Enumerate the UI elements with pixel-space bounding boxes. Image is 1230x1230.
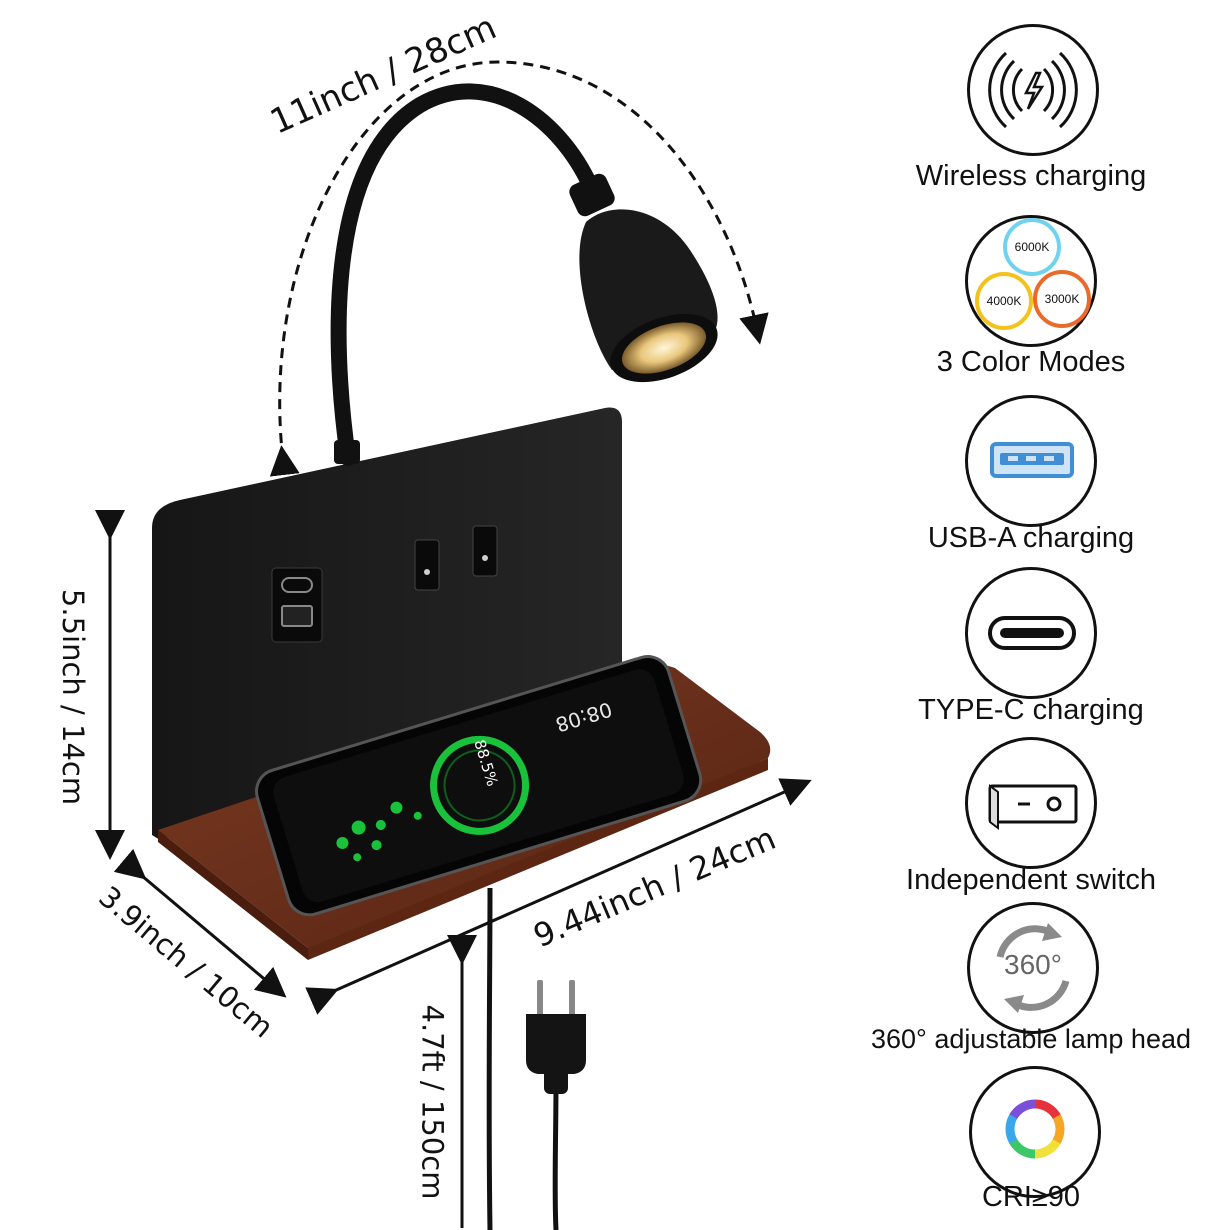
wireless-charging-icon xyxy=(988,51,1078,129)
feature-label-360: 360° adjustable lamp head xyxy=(870,1024,1192,1054)
arm-base xyxy=(334,440,360,464)
usb-a-badge xyxy=(965,395,1097,527)
feature-label-cri: CRI≥90 xyxy=(981,1181,1081,1213)
switch-badge xyxy=(965,737,1097,869)
shelf-width-dimension-line xyxy=(305,778,812,1015)
feature-label-usb-a: USB-A charging xyxy=(927,522,1135,554)
color-mode-4000k: 4000K xyxy=(975,272,1033,330)
feature-label-type-c: TYPE-C charging xyxy=(918,694,1144,726)
arm-length-dimension-arc xyxy=(269,60,769,477)
usb-port-module xyxy=(271,567,323,643)
cri-icon xyxy=(1005,1099,1065,1159)
feature-label-wireless: Wireless charging xyxy=(915,160,1147,192)
light-switch xyxy=(472,525,498,577)
switch-icon xyxy=(988,784,1078,830)
gooseneck-arm xyxy=(330,83,598,466)
panel-height-label: 5.5inch / 14cm xyxy=(56,588,91,806)
rotate-360-text: 360° xyxy=(1004,949,1062,980)
lamp-switch xyxy=(414,539,440,591)
type-c-icon xyxy=(988,616,1076,650)
power-cable xyxy=(486,887,493,1230)
usb-a-icon xyxy=(990,442,1074,478)
back-panel xyxy=(152,407,622,840)
color-mode-6000k: 6000K xyxy=(1003,218,1061,276)
feature-label-switch: Independent switch xyxy=(906,864,1156,896)
type-c-badge xyxy=(965,567,1097,699)
shelf-depth-dimension-line xyxy=(113,848,287,998)
rotate-360-badge: 360° xyxy=(967,902,1099,1034)
rotate-360-icon xyxy=(996,923,1070,1013)
feature-label-color-modes: 3 Color Modes xyxy=(936,346,1126,378)
plug-cable xyxy=(552,1079,559,1230)
lamp-head xyxy=(569,173,718,383)
wireless-charging-badge xyxy=(967,24,1099,156)
eu-plug xyxy=(526,980,586,1094)
cri-badge xyxy=(969,1066,1101,1198)
color-mode-3000k: 3000K xyxy=(1033,270,1091,328)
product-illustration xyxy=(95,60,812,1230)
cable-length-label: 4.7ft / 150cm xyxy=(415,1004,450,1200)
